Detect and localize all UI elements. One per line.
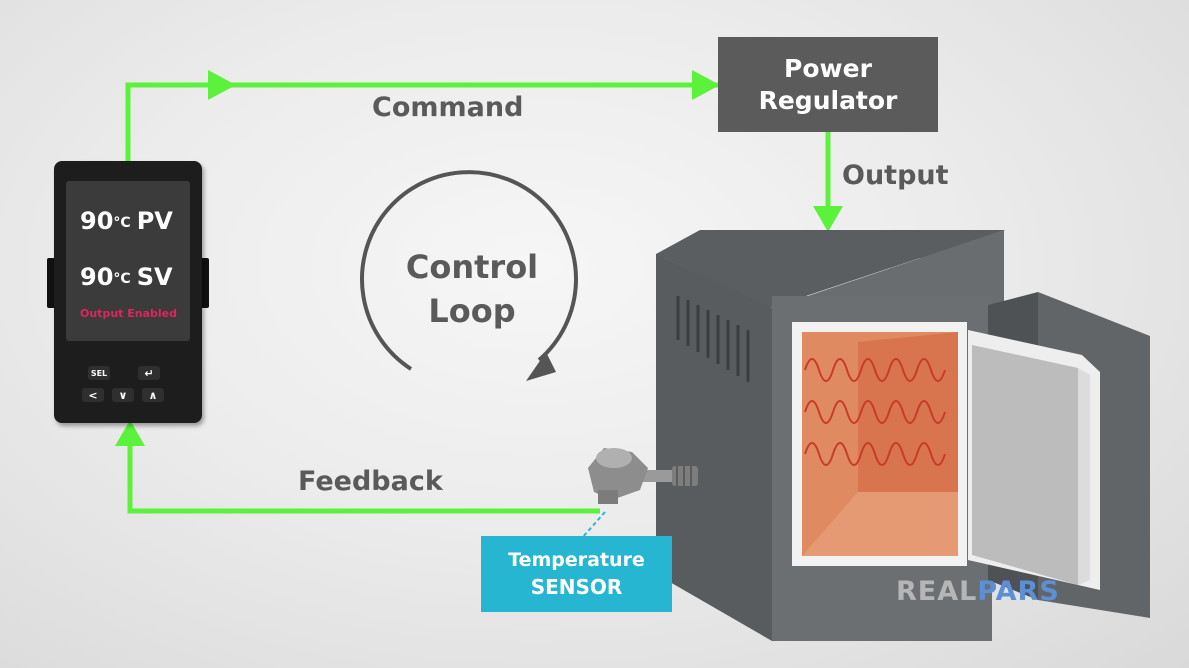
logo-part-pars: PARS — [977, 576, 1060, 607]
up-button[interactable]: ∧ — [142, 388, 164, 402]
oven — [656, 230, 1150, 641]
sel-button[interactable]: SEL — [88, 366, 110, 380]
pv-readout: 90°C PV — [80, 207, 173, 235]
control-loop-line1: Control — [405, 248, 539, 286]
control-loop-arc — [360, 170, 578, 371]
pv-tag: PV — [136, 207, 173, 235]
logo-part-real: REAL — [896, 576, 978, 607]
feedback-line — [127, 430, 600, 514]
probe-neck — [598, 490, 618, 504]
controller-right-clip — [199, 258, 209, 308]
power-regulator-line2: Regulator — [758, 85, 898, 115]
oven-left-side — [656, 254, 772, 641]
sensor-line2: SENSOR — [530, 575, 623, 599]
realpars-logo: REALPARS — [896, 576, 1060, 607]
pv-unit: °C — [113, 215, 131, 231]
sv-tag: SV — [136, 263, 173, 291]
sv-unit: °C — [113, 271, 131, 287]
command-line — [125, 82, 718, 161]
sv-value: 90 — [80, 263, 114, 291]
oven-vents — [676, 296, 750, 382]
command-label: Command — [372, 92, 524, 123]
enter-button[interactable]: ↵ — [138, 366, 160, 380]
heating-coils — [804, 358, 946, 466]
power-regulator-line1: Power — [784, 53, 872, 83]
command-arrowhead-1 — [208, 70, 236, 100]
output-arrowhead — [813, 206, 843, 232]
feedback-arrowhead — [115, 420, 145, 446]
output-status: Output Enabled — [80, 307, 177, 320]
controller-left-clip — [47, 258, 57, 308]
oven-top-face — [656, 230, 1004, 308]
oven-chamber-floor — [802, 492, 958, 556]
sensor-connector — [581, 511, 606, 539]
down-button[interactable]: ∨ — [112, 388, 134, 402]
oven-door-insulation-side — [1078, 368, 1090, 585]
feedback-label: Feedback — [298, 466, 443, 497]
control-loop-arrowhead — [526, 352, 556, 381]
temperature-probe — [588, 448, 698, 504]
temperature-sensor-box: Temperature SENSOR — [481, 536, 672, 612]
power-regulator-box: Power Regulator — [718, 37, 938, 132]
left-button[interactable]: < — [82, 388, 104, 402]
control-loop-line2: Loop — [428, 292, 516, 330]
control-loop-title: Control Loop — [388, 245, 556, 333]
sv-readout: 90°C SV — [80, 263, 173, 291]
sensor-line1: Temperature — [508, 549, 645, 571]
oven-door-insulation — [972, 345, 1078, 585]
command-arrowhead-2 — [692, 70, 720, 100]
output-label: Output — [842, 160, 949, 191]
probe-cap — [596, 448, 632, 468]
pv-value: 90 — [80, 207, 114, 235]
